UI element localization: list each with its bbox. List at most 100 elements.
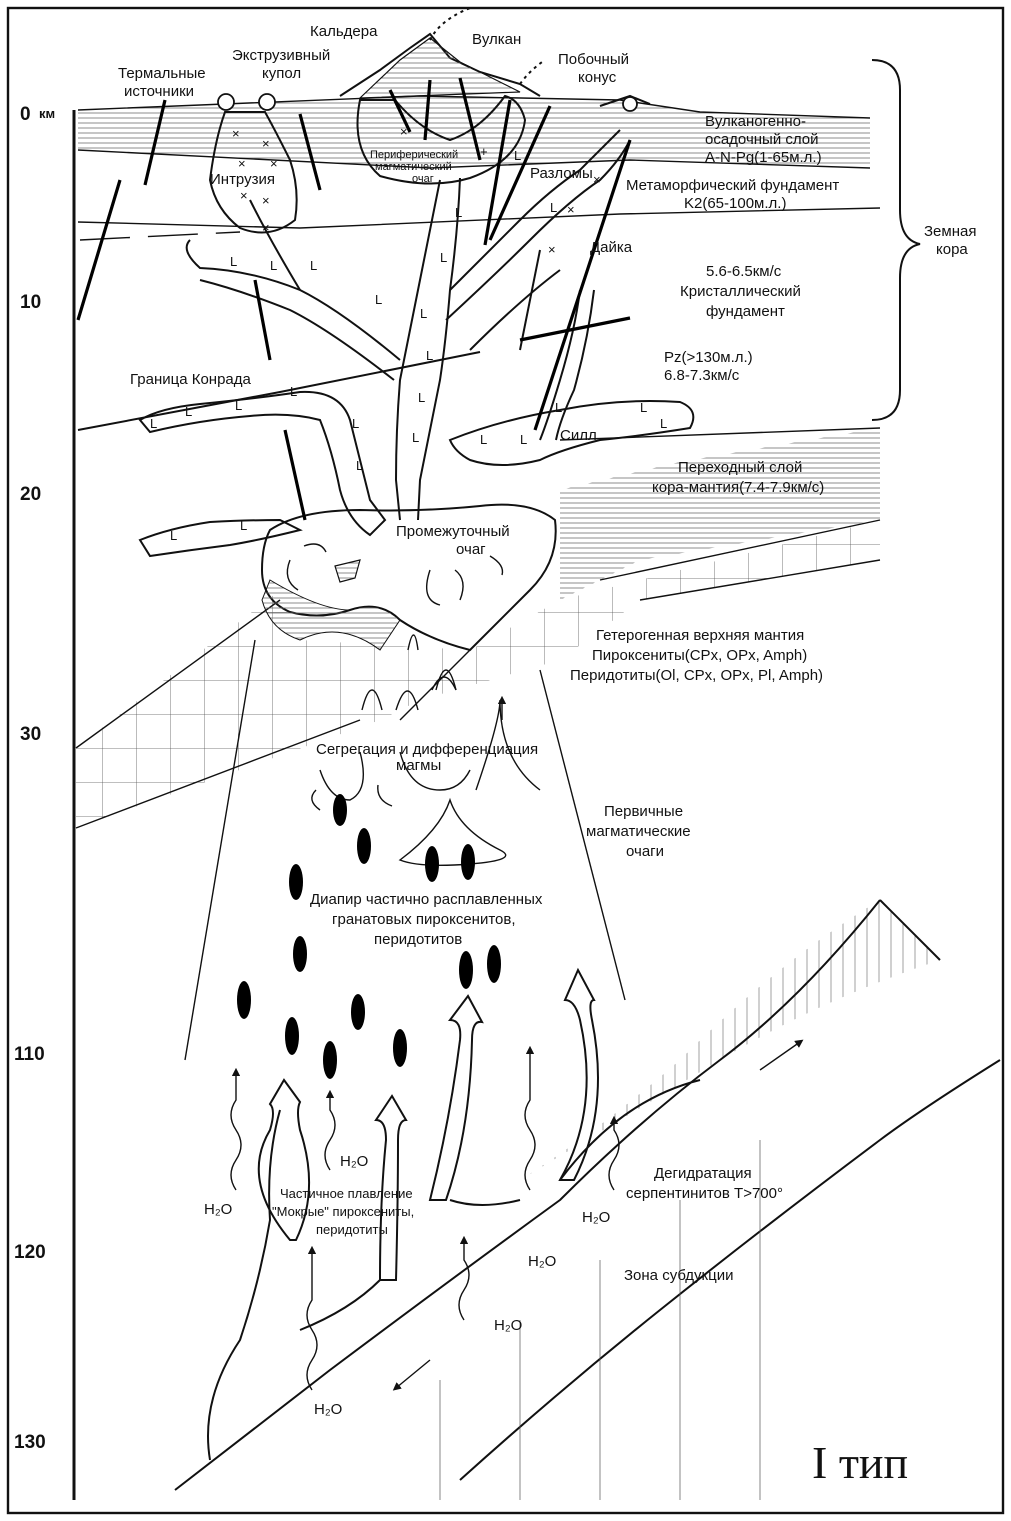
label-h2o-1: H₂O bbox=[204, 1201, 232, 1218]
label-side-cone-1: Побочный bbox=[558, 51, 629, 68]
svg-text:L: L bbox=[352, 416, 359, 431]
svg-text:L: L bbox=[270, 258, 277, 273]
svg-text:×: × bbox=[548, 242, 556, 257]
svg-text:L: L bbox=[640, 400, 647, 415]
label-cryst-1: 5.6-6.5км/с bbox=[706, 263, 782, 280]
figure-title: I тип bbox=[812, 1437, 908, 1488]
svg-text:L: L bbox=[418, 390, 425, 405]
label-side-cone-2: конус bbox=[578, 69, 617, 86]
extrusive-dome-marker bbox=[259, 94, 275, 110]
svg-text:L: L bbox=[230, 254, 237, 269]
depth-tick-120: 120 bbox=[14, 1242, 46, 1263]
svg-text:L: L bbox=[550, 200, 557, 215]
label-h2o-6: H₂O bbox=[314, 1401, 342, 1418]
label-mantle-2: Пироксениты(CPx, OPx, Amph) bbox=[592, 647, 807, 664]
svg-text:L: L bbox=[420, 306, 427, 321]
label-transition-2: кора-мантия(7.4-7.9км/с) bbox=[652, 479, 824, 496]
label-thermal-2: источники bbox=[124, 83, 194, 100]
label-dyke: Дайка bbox=[590, 239, 633, 256]
label-diapir-2: гранатовых пироксенитов, bbox=[332, 911, 516, 928]
label-meta-2: K2(65-100м.л.) bbox=[684, 195, 786, 212]
label-volc-layer-3: A-N-Pg(1-65м.л.) bbox=[705, 149, 822, 166]
svg-text:L: L bbox=[290, 384, 297, 399]
label-mantle-3: Перидотиты(Ol, CPx, OPx, Pl, Amph) bbox=[570, 667, 823, 684]
thermal-spring-marker bbox=[218, 94, 234, 110]
sill-left bbox=[140, 392, 385, 535]
label-mantle-1: Гетерогенная верхняя мантия bbox=[596, 627, 804, 644]
xenolith bbox=[335, 560, 360, 582]
depth-labels: 0 км 10 20 30 110 120 130 bbox=[14, 104, 55, 1453]
label-h2o-4: H₂O bbox=[528, 1253, 556, 1270]
magma-conduits bbox=[187, 130, 630, 520]
depth-tick-10: 10 bbox=[20, 292, 41, 313]
label-diapir-3: перидотитов bbox=[374, 931, 462, 948]
svg-text:+: + bbox=[480, 144, 488, 159]
svg-text:L: L bbox=[412, 430, 419, 445]
label-extrusive-1: Экструзивный bbox=[232, 47, 330, 64]
svg-text:×: × bbox=[262, 136, 270, 151]
label-primary-2: магматические bbox=[586, 823, 691, 840]
label-earth-crust-2: кора bbox=[936, 241, 968, 258]
label-dehydration-2: серпентинитов T>700° bbox=[626, 1185, 783, 1202]
label-sill: Силл bbox=[560, 427, 597, 444]
label-meta-1: Метаморфический фундамент bbox=[626, 177, 839, 194]
svg-text:×: × bbox=[238, 156, 246, 171]
label-segregation-1: Сегрегация и дифференциация bbox=[316, 741, 538, 758]
svg-text:L: L bbox=[150, 416, 157, 431]
label-volcano: Вулкан bbox=[472, 31, 521, 48]
label-intermediate-2: очаг bbox=[456, 541, 486, 558]
label-h2o-2: H₂O bbox=[340, 1153, 368, 1170]
label-partial-3: перидотиты bbox=[316, 1222, 388, 1237]
depth-tick-0: 0 bbox=[20, 104, 31, 125]
label-earth-crust-1: Земная bbox=[924, 223, 976, 240]
label-peripheral-2: магматический bbox=[375, 161, 452, 173]
label-h2o-5: H₂O bbox=[494, 1317, 522, 1334]
svg-text:×: × bbox=[262, 220, 270, 235]
label-primary-1: Первичные bbox=[604, 803, 683, 820]
earth-crust-brace bbox=[872, 60, 920, 420]
label-segregation-2: магмы bbox=[396, 757, 441, 774]
svg-text:L: L bbox=[660, 416, 667, 431]
svg-text:L: L bbox=[555, 400, 562, 415]
label-thermal-1: Термальные bbox=[118, 65, 206, 82]
svg-text:L: L bbox=[455, 205, 462, 220]
svg-text:L: L bbox=[185, 404, 192, 419]
label-diapir-1: Диапир частично расплавленных bbox=[310, 891, 543, 908]
label-extrusive-2: купол bbox=[262, 65, 301, 82]
label-peripheral-1: Периферический bbox=[370, 149, 458, 161]
svg-text:×: × bbox=[567, 202, 575, 217]
svg-text:L: L bbox=[235, 398, 242, 413]
label-pz-1: Pz(>130м.л.) bbox=[664, 349, 753, 366]
label-volc-layer-2: осадочный слой bbox=[705, 131, 819, 148]
depth-tick-110: 110 bbox=[14, 1044, 45, 1065]
svg-text:L: L bbox=[375, 292, 382, 307]
label-transition-1: Переходный слой bbox=[678, 459, 802, 476]
depth-unit: км bbox=[39, 106, 55, 121]
label-cryst-3: фундамент bbox=[706, 303, 785, 320]
svg-text:×: × bbox=[232, 126, 240, 141]
depth-tick-20: 20 bbox=[20, 484, 41, 505]
label-dehydration-1: Дегидратация bbox=[654, 1165, 752, 1182]
svg-text:×: × bbox=[270, 156, 278, 171]
label-intermediate-1: Промежуточный bbox=[396, 523, 510, 540]
label-primary-3: очаги bbox=[626, 843, 664, 860]
svg-text:L: L bbox=[356, 458, 363, 473]
depth-tick-30: 30 bbox=[20, 724, 41, 745]
label-h2o-3: H₂O bbox=[582, 1209, 610, 1226]
svg-text:L: L bbox=[240, 518, 247, 533]
label-pz-2: 6.8-7.3км/с bbox=[664, 367, 740, 384]
melt-zone-outline-3 bbox=[450, 1200, 520, 1205]
label-partial-1: Частичное плавление bbox=[280, 1186, 413, 1201]
svg-text:L: L bbox=[520, 432, 527, 447]
label-subduction: Зона субдукции bbox=[624, 1267, 733, 1284]
depth-tick-130: 130 bbox=[14, 1432, 46, 1453]
svg-text:L: L bbox=[170, 528, 177, 543]
svg-text:L: L bbox=[426, 348, 433, 363]
svg-text:L: L bbox=[440, 250, 447, 265]
label-faults: Разломы bbox=[530, 165, 593, 182]
svg-text:×: × bbox=[262, 193, 270, 208]
svg-text:×: × bbox=[593, 172, 601, 187]
label-volc-layer-1: Вулканогенно- bbox=[705, 113, 806, 130]
